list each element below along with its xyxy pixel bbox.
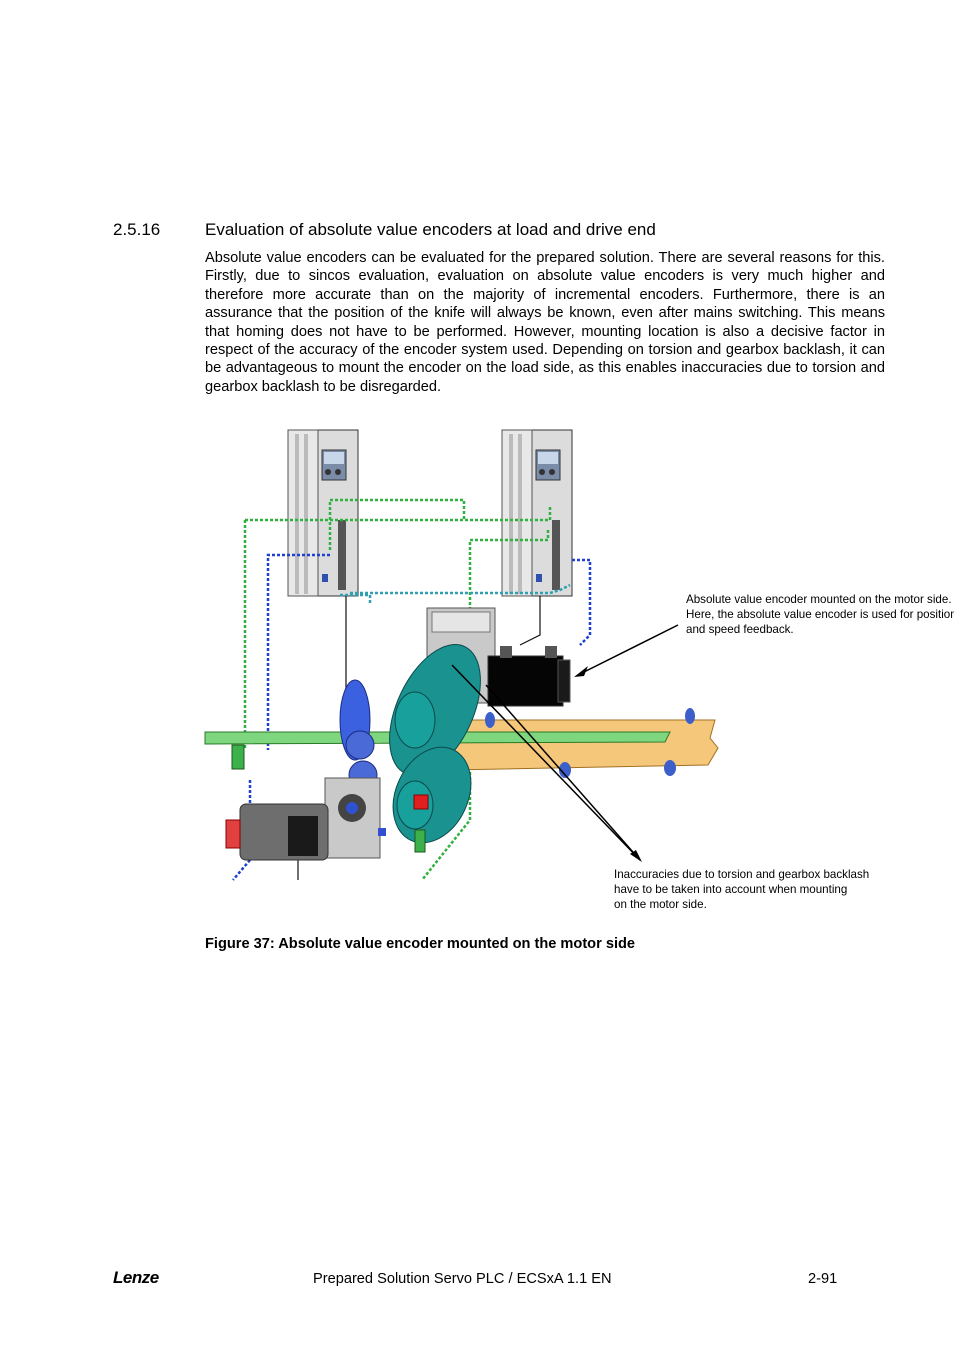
lenze-logo: Lenze	[113, 1268, 159, 1287]
footer-document: Prepared Solution Servo PLC / ECSxA 1.1 …	[313, 1271, 612, 1287]
machine-diagram	[204, 429, 719, 881]
section-number: 2.5.16	[113, 220, 161, 239]
section-title: Evaluation of absolute value encoders at…	[205, 220, 656, 239]
note-motor-encoder: Absolute value encoder mounted on the mo…	[686, 593, 954, 636]
page-number: 2-91	[808, 1271, 838, 1287]
knife-drum-assembly	[339, 607, 496, 853]
body-paragraph: Absolute value encoders can be evaluated…	[205, 250, 885, 395]
gear-motor	[225, 777, 386, 861]
servo-controller-right	[501, 429, 573, 597]
note-torsion: Inaccuracies due to torsion and gearbox …	[614, 868, 870, 911]
figure-caption: Figure 37: Absolute value encoder mounte…	[205, 936, 636, 952]
servo-motor-encoder	[487, 646, 571, 707]
servo-controller-left	[287, 429, 359, 597]
